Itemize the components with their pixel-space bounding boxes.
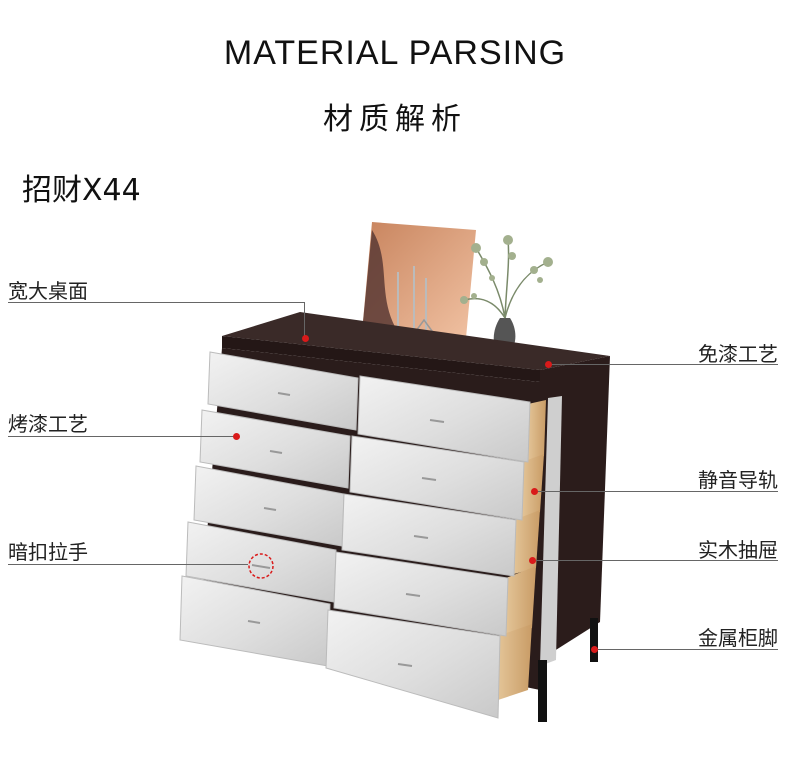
leader-line-wide-top-drop	[304, 302, 305, 338]
leader-line-hidden-handle	[8, 564, 248, 565]
marker-paint-free	[545, 361, 552, 368]
label-silent-rail: 静音导轨	[698, 468, 778, 492]
product-model: 招财X44	[22, 173, 141, 208]
hidden-handle-highlight	[248, 553, 274, 579]
marker-baked-paint	[233, 433, 240, 440]
label-baked-paint: 烤漆工艺	[8, 412, 88, 436]
decor-vase	[460, 235, 553, 356]
label-metal-legs: 金属柜脚	[698, 626, 778, 650]
drawers-right-column	[325, 375, 546, 719]
decor-art-panel	[362, 222, 476, 351]
page-title-en: MATERIAL PARSING	[223, 34, 567, 72]
page-title-zh: 材质解析	[323, 102, 467, 137]
marker-metal-legs	[591, 646, 598, 653]
label-hidden-handle: 暗扣拉手	[8, 540, 88, 564]
marker-solid-wood-drawer	[529, 557, 536, 564]
leader-line-baked-paint	[8, 436, 236, 437]
leader-line-metal-legs	[594, 649, 778, 650]
leader-line-solid-wood-drawer	[532, 560, 778, 561]
leader-line-wide-top	[8, 302, 304, 303]
label-wide-top: 宽大桌面	[8, 279, 88, 303]
leader-line-silent-rail	[534, 491, 778, 492]
marker-wide-top	[302, 335, 309, 342]
marker-silent-rail	[531, 488, 538, 495]
leader-line-paint-free	[548, 364, 778, 365]
label-solid-wood-drawer: 实木抽屉	[698, 538, 778, 562]
drawers-left-column	[179, 351, 359, 667]
label-paint-free: 免漆工艺	[698, 342, 778, 366]
